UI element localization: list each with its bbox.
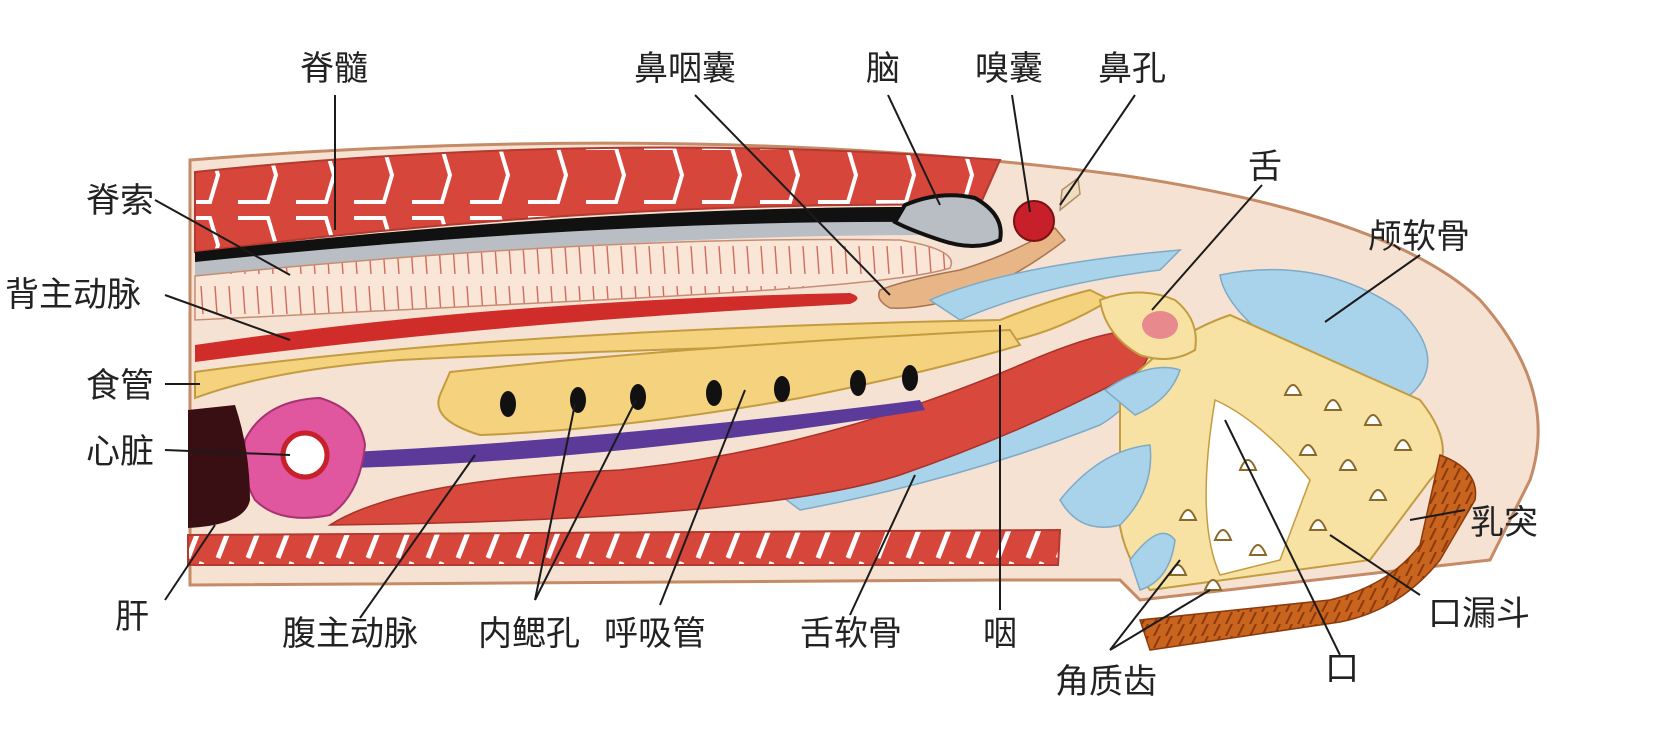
label-brain: 脑 — [866, 49, 900, 89]
label-horny-teeth: 角质齿 — [1055, 662, 1157, 702]
labels: 脊髓 脊索 背主动脉 食管 心脏 肝 腹主动脉 内鳃孔 呼吸管 舌软骨 咽 角质… — [5, 49, 1538, 702]
nerve-cord-shape — [195, 221, 920, 276]
label-tongue: 舌 — [1248, 147, 1282, 187]
cartilage-plate — [928, 249, 1182, 321]
label-dorsal-aorta: 背主动脉 — [5, 275, 141, 315]
label-spinal-cord: 脊髓 — [300, 49, 368, 89]
internal-gill-pore-markers — [500, 365, 918, 417]
tongue-tip — [1142, 311, 1178, 339]
small-cartilage-pieces — [1059, 366, 1181, 591]
label-nasopharyngeal-sac: 鼻咽囊 — [634, 49, 736, 89]
label-liver: 肝 — [115, 597, 149, 637]
olfactory-sac-shape — [1013, 200, 1055, 242]
label-ventral-aorta: 腹主动脉 — [282, 614, 418, 654]
spinal-cord-shape — [195, 206, 930, 268]
label-oral-funnel: 口漏斗 — [1428, 594, 1530, 634]
pharynx-shape — [194, 288, 1113, 400]
label-tongue-cartilage: 舌软骨 — [800, 614, 902, 654]
label-papillae: 乳突 — [1470, 503, 1538, 543]
label-nostril: 鼻孔 — [1098, 49, 1166, 89]
label-esophagus: 食管 — [86, 366, 154, 406]
label-cranial-cartilage: 颅软骨 — [1368, 217, 1470, 257]
ventral-muscle-band — [187, 528, 1062, 566]
ventral-aorta-shape — [350, 400, 925, 468]
label-mouth: 口 — [1325, 649, 1359, 689]
brain-shape — [892, 193, 1003, 248]
label-internal-gill-pores: 内鳃孔 — [478, 614, 580, 654]
nasopharyngeal-sac-shape — [878, 227, 1067, 309]
leader-lines — [154, 94, 1466, 656]
dorsal-aorta-shape — [195, 293, 858, 362]
notochord-shape — [194, 238, 953, 321]
label-notochord: 脊索 — [86, 181, 154, 221]
papillae-rim — [1138, 453, 1477, 651]
liver-shape — [188, 405, 250, 528]
label-pharynx: 咽 — [983, 614, 1017, 654]
label-respiratory-tube: 呼吸管 — [604, 614, 706, 654]
label-heart: 心脏 — [86, 432, 154, 472]
label-olfactory-sac: 嗅囊 — [975, 49, 1043, 89]
